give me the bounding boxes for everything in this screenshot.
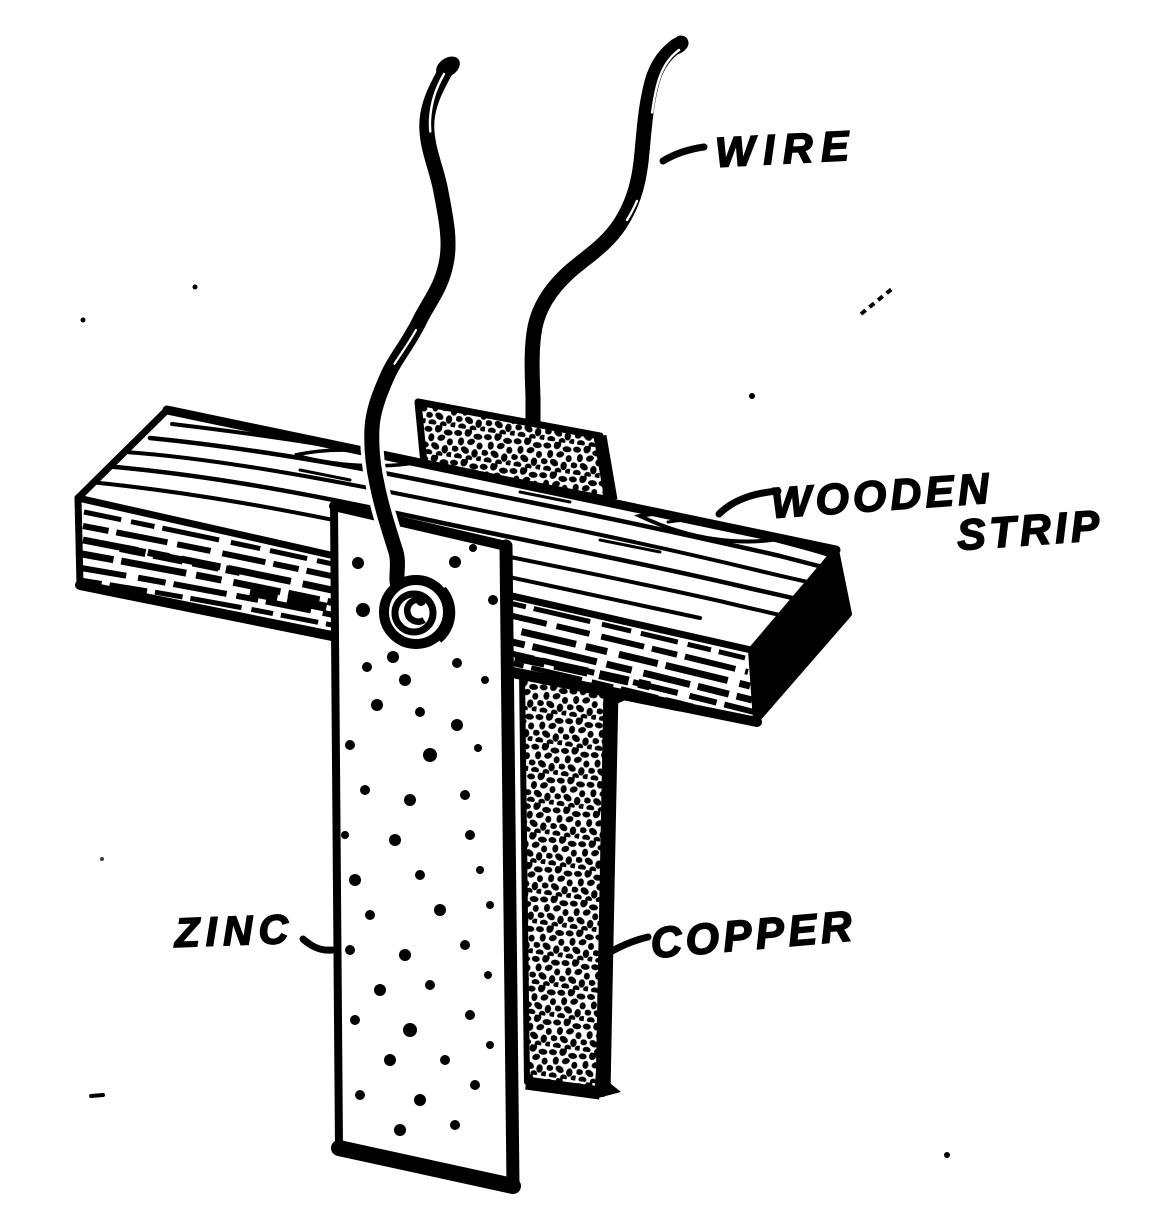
copper-wire bbox=[524, 35, 689, 432]
copper-shadow bbox=[594, 1072, 621, 1099]
zinc-speckles bbox=[341, 544, 498, 1136]
wire-tip bbox=[436, 56, 460, 78]
wire-leader-dash bbox=[659, 143, 708, 165]
zinc-wire bbox=[360, 54, 460, 599]
wire-label: WIRE bbox=[714, 122, 858, 176]
scan-specks bbox=[80, 284, 950, 1158]
zinc-label: ZINC bbox=[173, 906, 295, 956]
wire-tip bbox=[665, 37, 689, 55]
wooden-strip-leader bbox=[715, 487, 782, 518]
wooden-strip-label-line2: STRIP bbox=[955, 502, 1105, 560]
eyelet bbox=[379, 575, 456, 649]
copper-leader-dash bbox=[608, 933, 652, 955]
zinc-strip bbox=[329, 501, 521, 1194]
zinc-leader-dash bbox=[299, 935, 336, 954]
copper-strip-bottom bbox=[494, 664, 686, 1100]
